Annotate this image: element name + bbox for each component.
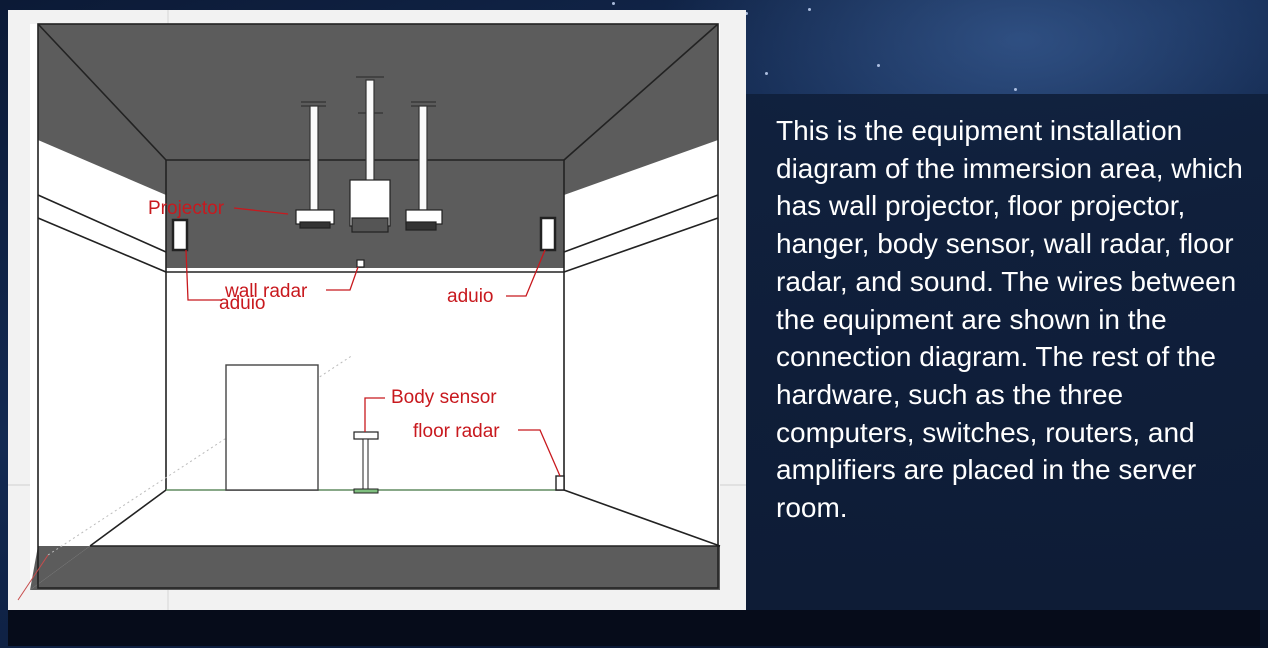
right-wall-band bbox=[564, 195, 718, 272]
projector-label: Projector bbox=[148, 198, 225, 219]
room-outline bbox=[37, 23, 721, 589]
room-diagram-drawing: Projector wall radar aduio aduio Body se… bbox=[8, 10, 746, 610]
floor-front bbox=[30, 546, 720, 590]
door bbox=[225, 364, 319, 491]
speaker-right bbox=[539, 216, 557, 252]
star-decoration bbox=[745, 12, 748, 15]
description-text: This is the equipment installation diagr… bbox=[776, 115, 1243, 524]
audio-right-label: aduio bbox=[447, 286, 494, 307]
floor-radar-label: floor radar bbox=[413, 421, 500, 442]
speaker-left bbox=[171, 218, 189, 252]
bottom-band bbox=[8, 610, 1260, 646]
star-decoration bbox=[877, 64, 880, 67]
star-decoration bbox=[808, 8, 811, 11]
projector-left bbox=[295, 209, 335, 229]
axis-guide-red bbox=[17, 554, 49, 601]
ceiling bbox=[38, 24, 718, 160]
star-decoration bbox=[1014, 88, 1017, 91]
wall-radar-label: wall radar bbox=[224, 281, 308, 302]
description-panel bbox=[746, 94, 1268, 610]
left-wall-band bbox=[38, 195, 166, 272]
axis-guide bbox=[47, 354, 354, 556]
floor-left-corner bbox=[30, 546, 90, 590]
body-sensor-label: Body sensor bbox=[391, 387, 497, 408]
room-diagram: Projector wall radar aduio aduio Body se… bbox=[8, 10, 746, 610]
audio-left-label: aduio bbox=[219, 293, 266, 314]
wall-radar bbox=[356, 259, 365, 268]
star-decoration bbox=[612, 2, 615, 5]
body-sensor-stand bbox=[353, 431, 379, 494]
left-wall-upper bbox=[38, 24, 166, 195]
projector-center bbox=[349, 179, 391, 233]
leader-lines bbox=[185, 207, 561, 477]
floor-radar bbox=[555, 475, 565, 491]
right-wall-upper bbox=[564, 24, 718, 195]
projector-right bbox=[405, 209, 443, 231]
star-decoration bbox=[765, 72, 768, 75]
